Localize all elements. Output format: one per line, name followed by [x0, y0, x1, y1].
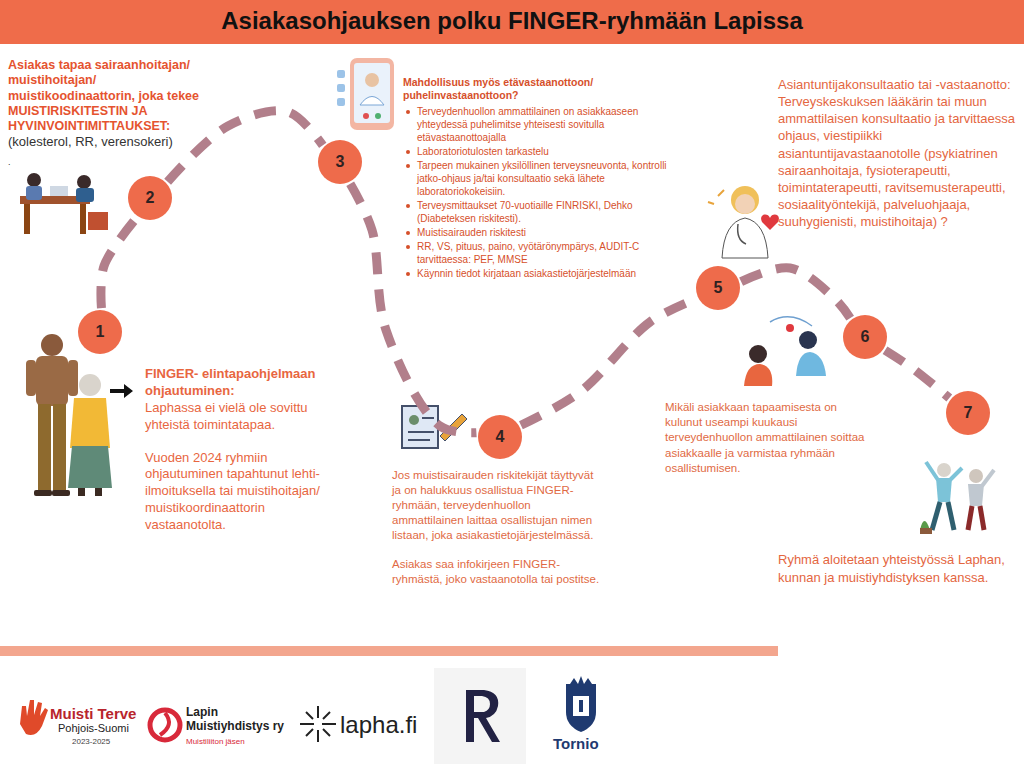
measurement-note: (kolesterol, RR, verensokeri) [8, 134, 218, 151]
step-circle: 6 [843, 315, 887, 359]
bullet-item: Tarpeen mukainen yksilöllinen terveysneu… [403, 159, 691, 198]
bullet-item: Käynnin tiedot kirjataan asiakastietojär… [403, 267, 691, 280]
step-number: 3 [336, 153, 345, 171]
step-circle: 4 [478, 415, 522, 459]
doctor-figure [708, 186, 779, 258]
step-heading: FINGER- elintapaohjelmaan ohjautuminen: [145, 366, 345, 400]
text-block: Jos muistisairauden riskitekijät täyttyv… [392, 468, 604, 587]
step-number: 5 [714, 279, 723, 297]
step-circle: 3 [318, 140, 362, 184]
arrow-icon [110, 384, 133, 398]
bullet-item: Laboratoriotulosten tarkastelu [403, 145, 691, 158]
dashed-path [168, 111, 323, 182]
logo-text: Muistiliiton jäsen [186, 737, 245, 746]
footer-strip [0, 646, 778, 656]
text-block: Ryhmä aloitetaan yhteistyössä Laphan, ku… [778, 551, 1018, 586]
stray-mark: . [8, 157, 218, 167]
bullet-item: Muistisairauden riskitesti [403, 226, 691, 239]
lapin-muistiyhdistys-logo [150, 710, 180, 740]
logo-text: lapha.fi [340, 711, 417, 739]
bullet-item: Terveydenhuollon ammattilainen on asiakk… [403, 105, 691, 144]
step-number: 7 [964, 404, 973, 422]
desk-scene [20, 173, 108, 234]
text-block: FINGER- elintapaohjelmaan ohjautuminen:L… [145, 366, 345, 534]
step-number: 4 [496, 428, 505, 446]
step-number: 6 [861, 328, 870, 346]
muisti-terve-logo [20, 700, 48, 735]
bullet-item: RR, VS, pituus, paino, vyötärönympärys, … [403, 240, 691, 266]
step-description: Mikäli asiakkaan tapaamisesta on kulunut… [665, 400, 865, 476]
lapha-logo [300, 706, 336, 742]
phone-icon [337, 58, 394, 130]
logo-text: Muisti Terve [50, 705, 136, 722]
step-circle: 2 [128, 176, 172, 220]
text-block: Mikäli asiakkaan tapaamisesta on kulunut… [665, 400, 865, 476]
dashed-path [101, 218, 137, 308]
conversation-figure [744, 317, 826, 386]
exercise-figure [920, 462, 994, 534]
dashed-path [741, 268, 850, 318]
logo-text: Lapin Muistiyhdistys ry [186, 706, 286, 734]
step-description: Ryhmä aloitetaan yhteistyössä Laphan, ku… [778, 551, 1018, 586]
logo-text: 2023-2025 [72, 737, 110, 746]
step-description: Laphassa ei vielä ole sovittu yhteistä t… [145, 400, 345, 434]
logo-text: Pohjois-Suomi [58, 722, 129, 735]
step-description: Asiantuntijakonsultaatio tai -vastaanott… [778, 76, 1018, 230]
step-circle: 7 [946, 391, 990, 435]
step-circle: 1 [78, 310, 122, 354]
text-block: Asiantuntijakonsultaatio tai -vastaanott… [778, 76, 1018, 230]
couple-figure [26, 334, 112, 496]
logo-text: Tornio [553, 735, 599, 752]
tornio-logo [566, 676, 596, 732]
text-block: Asiakas tapaa sairaanhoitajan/ muistihoi… [8, 58, 218, 167]
dashed-path [885, 350, 949, 398]
step-circle: 5 [696, 266, 740, 310]
step-description: Jos muistisairauden riskitekijät täyttyv… [392, 468, 604, 543]
title: Asiakasohjauksen polku FINGER-ryhmään La… [0, 7, 1024, 35]
step-heading: Asiakas tapaa sairaanhoitajan/ muistihoi… [8, 58, 218, 134]
bullet-item: Terveysmittaukset 70-vuotiaille FINRISKI… [403, 199, 691, 225]
step-heading: Mahdollisuus myös etävastaanottoon/ puhe… [403, 76, 691, 102]
step-description: Asiakas saa infokirjeen FINGER-ryhmästä,… [392, 557, 604, 587]
step-description: Vuoden 2024 ryhmiin ohjautuminen tapahtu… [145, 450, 345, 534]
step-number: 1 [96, 323, 105, 341]
text-block: Mahdollisuus myös etävastaanottoon/ puhe… [403, 76, 691, 281]
step-number: 2 [146, 189, 155, 207]
rovaniemi-logo [434, 668, 526, 764]
